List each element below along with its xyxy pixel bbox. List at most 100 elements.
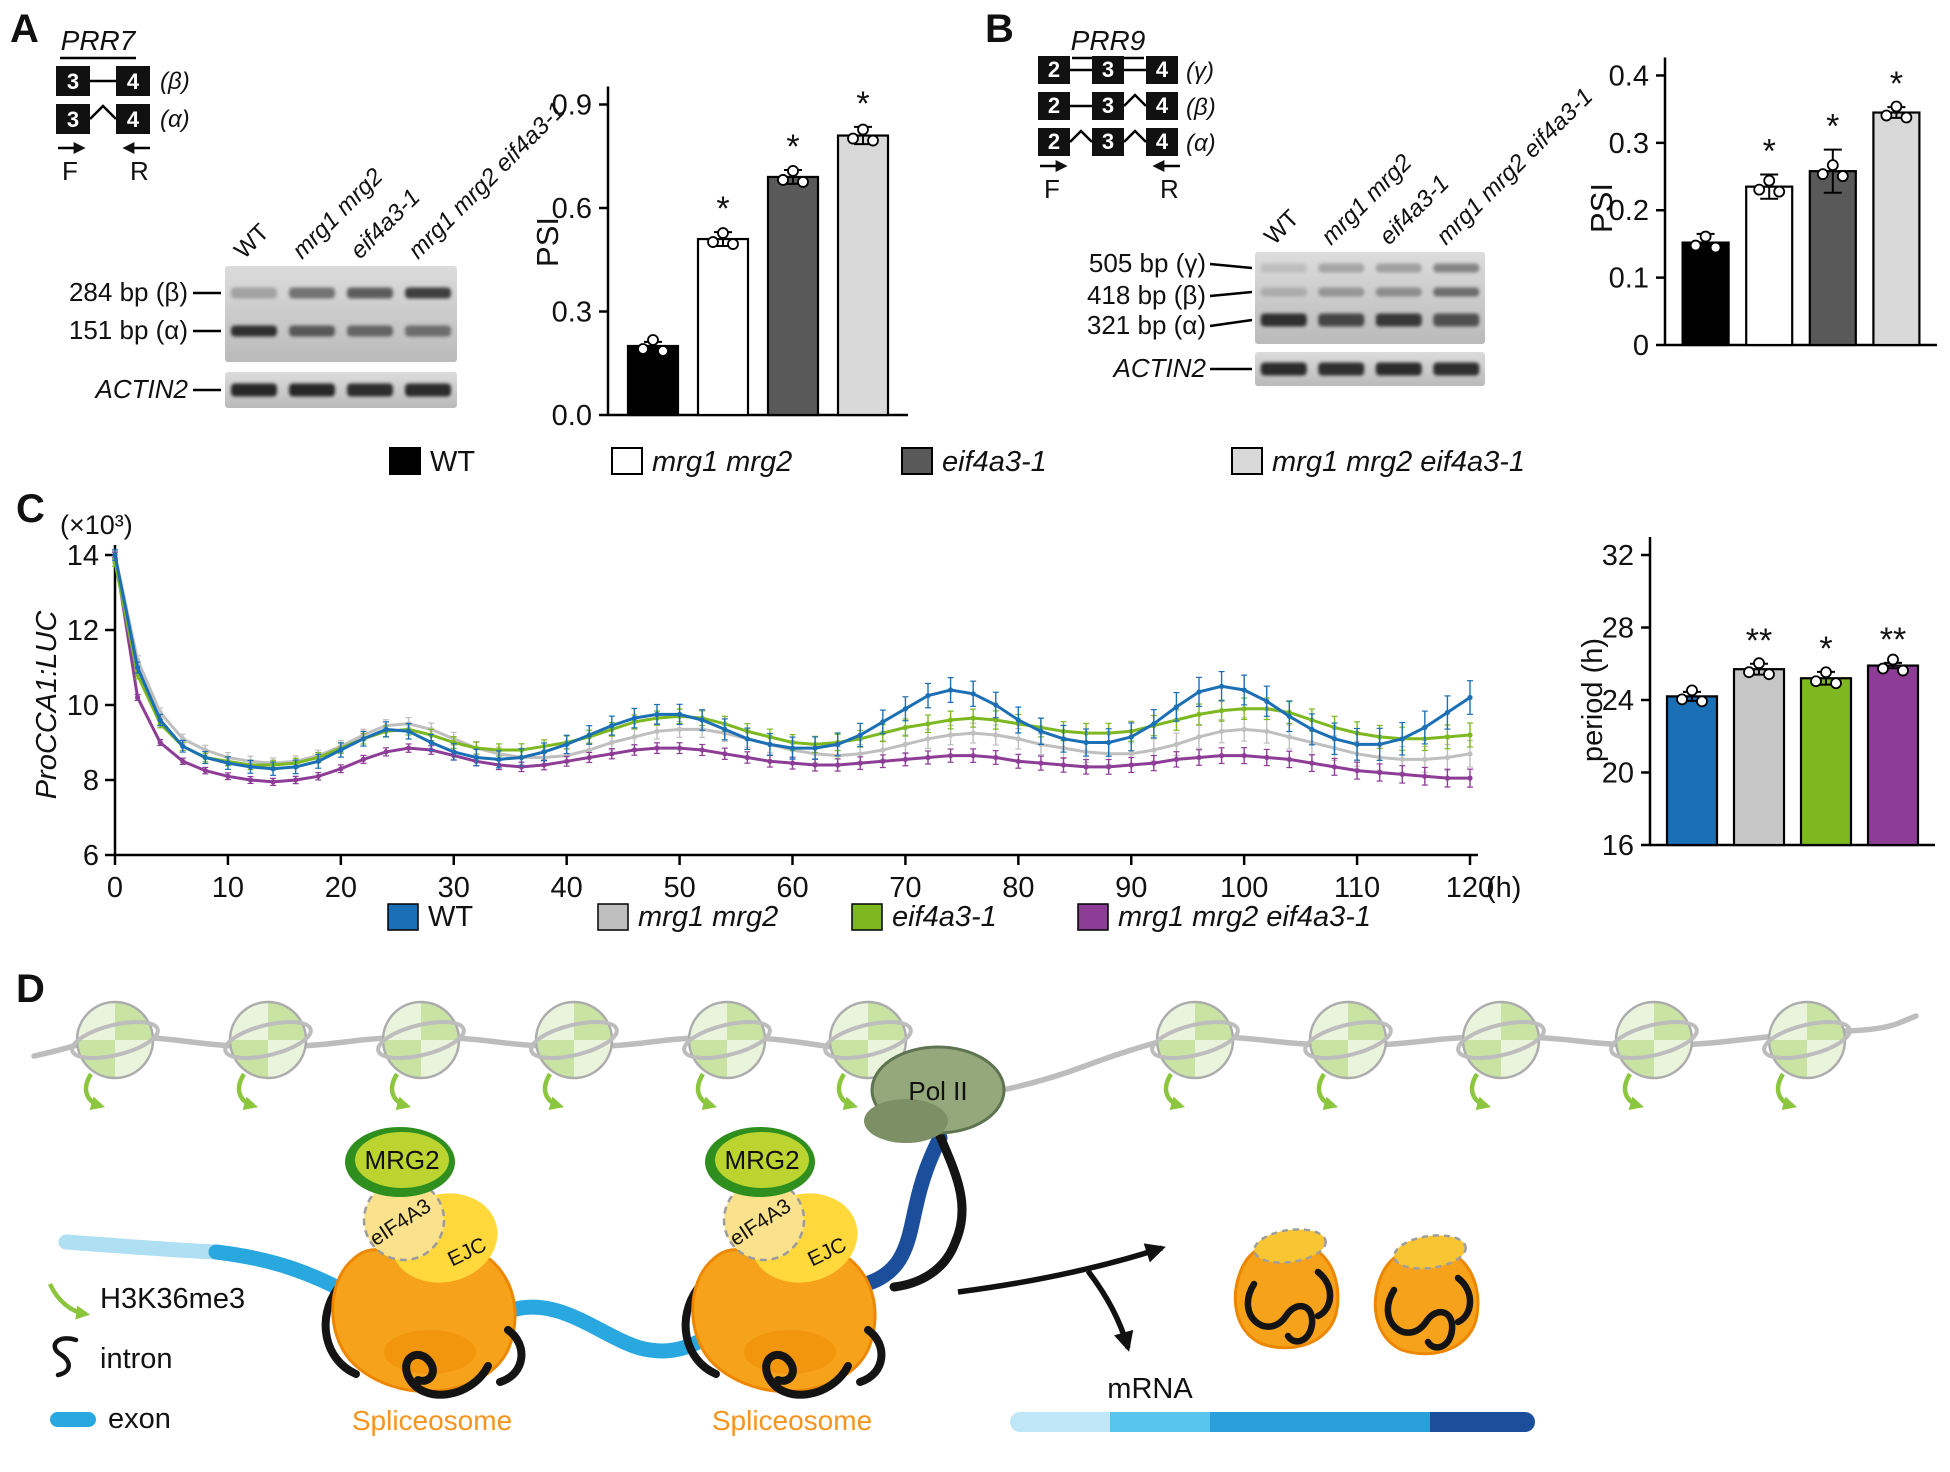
gel-band <box>347 325 393 337</box>
data-point <box>847 132 859 145</box>
bar <box>1799 677 1853 847</box>
y-tick-label: 16 <box>1602 830 1634 862</box>
y-tick-label: 20 <box>1602 758 1634 790</box>
bar <box>1745 185 1794 347</box>
series-point <box>338 747 344 753</box>
legend-swatch-mrg1mrg2 <box>611 447 643 475</box>
data-point <box>717 227 729 239</box>
series-point <box>767 758 773 764</box>
exon-box <box>1092 128 1124 156</box>
h3k36me3-mark <box>236 1072 259 1111</box>
gel-band <box>289 287 335 299</box>
x-tick-label: 110 <box>1334 872 1380 904</box>
legend-label-triple: mrg1 mrg2 eif4a3-1 <box>1272 446 1525 478</box>
series-point <box>338 766 344 772</box>
exon-box <box>1146 92 1178 120</box>
primer-arrows: F R <box>58 142 150 186</box>
series-point <box>225 760 231 766</box>
significance-star: * <box>1819 630 1832 668</box>
exon-box <box>1038 56 1070 84</box>
series-point <box>609 751 615 757</box>
series-point <box>518 754 525 761</box>
x-tick-label: 90 <box>1115 872 1147 904</box>
gel-loading-control <box>225 372 457 408</box>
psi-chart-prr7: 0.00.30.60.9*** <box>552 85 908 432</box>
gel-band <box>1375 362 1422 376</box>
nucleosome <box>823 1000 913 1111</box>
dna-wrap <box>70 1019 160 1061</box>
series-point <box>1399 771 1405 778</box>
series-point <box>1038 728 1044 734</box>
exon-number: 4 <box>1156 129 1169 154</box>
splice-caret <box>1069 129 1093 143</box>
h3k36me3-mark <box>836 1072 859 1111</box>
series-point <box>1467 732 1473 738</box>
h3k36me3-legend-icon <box>47 1283 91 1320</box>
series-point <box>496 756 502 763</box>
series-point <box>1196 711 1202 718</box>
h3k36me3-mark <box>389 1072 412 1111</box>
series-point <box>1354 768 1360 774</box>
series-point <box>1399 736 1405 742</box>
series-point <box>631 747 638 753</box>
gel-band <box>1260 287 1307 297</box>
data-point <box>1880 109 1893 122</box>
series-point <box>293 764 299 770</box>
gel-band <box>1375 263 1422 273</box>
series-point <box>812 762 818 768</box>
nucleosome <box>1456 1000 1546 1111</box>
series-point <box>993 732 999 738</box>
series-point <box>654 745 660 751</box>
exon-number: 3 <box>1102 129 1114 154</box>
x-unit-label: (h) <box>1486 872 1521 904</box>
series-point <box>677 745 683 751</box>
dna-wrap <box>529 1019 619 1061</box>
x-tick-label: 50 <box>663 872 695 904</box>
series-point <box>970 753 976 759</box>
y-tick-label: 8 <box>83 765 99 797</box>
series-point <box>1128 751 1134 757</box>
mrna-segment <box>1210 1412 1430 1432</box>
band-label-alpha: 151 bp (α) <box>69 315 188 345</box>
series-point <box>1264 754 1270 761</box>
gene-diagram-prr7: PRR7 3 4 (β) 3 4 (α) F <box>56 25 190 186</box>
series-point <box>1264 698 1270 704</box>
gel-band <box>289 325 335 337</box>
x-tick-label: 80 <box>1002 872 1034 904</box>
legend-swatch-eif4a3 <box>901 447 933 475</box>
h3k36me3-mark <box>1163 1072 1186 1111</box>
series-point <box>1444 754 1450 761</box>
data-point <box>1753 657 1765 670</box>
series-point <box>677 726 683 733</box>
pol2: Pol II <box>864 1045 1006 1143</box>
psi-chart-prr9: 00.10.20.30.4*** <box>1609 57 1937 362</box>
exon-number: 2 <box>1048 93 1060 118</box>
gel-band <box>231 325 277 337</box>
series-point <box>654 728 660 734</box>
legend-label-eif4a3: eif4a3-1 <box>942 446 1047 478</box>
series-point <box>1354 741 1360 748</box>
gel-bands <box>1260 263 1480 376</box>
y-tick-label: 0.3 <box>552 297 592 329</box>
nascent-rna <box>889 1131 967 1292</box>
mrna-segment <box>1430 1412 1535 1432</box>
y-tick-label: 32 <box>1602 540 1634 572</box>
gel-band <box>347 383 393 397</box>
gel-band <box>1318 362 1365 376</box>
series-point <box>270 766 276 772</box>
y-tick-label: 0.1 <box>1609 263 1649 295</box>
intron-legend-label: intron <box>100 1343 173 1375</box>
gel-band <box>1318 313 1365 327</box>
nucleosome <box>1303 1000 1393 1111</box>
primer-f-label: F <box>62 156 78 186</box>
series-point <box>925 721 931 727</box>
data-point <box>657 345 669 357</box>
psi-a-ylabel: PSI <box>530 217 565 267</box>
series-point <box>1151 747 1157 753</box>
bar <box>1866 664 1920 847</box>
intron-squiggle <box>762 1351 852 1399</box>
h3k36me3-mark <box>1622 1072 1645 1111</box>
band-label-beta: 284 bp (β) <box>69 277 188 307</box>
significance-star: ** <box>1746 622 1772 660</box>
series-point <box>1196 754 1202 761</box>
